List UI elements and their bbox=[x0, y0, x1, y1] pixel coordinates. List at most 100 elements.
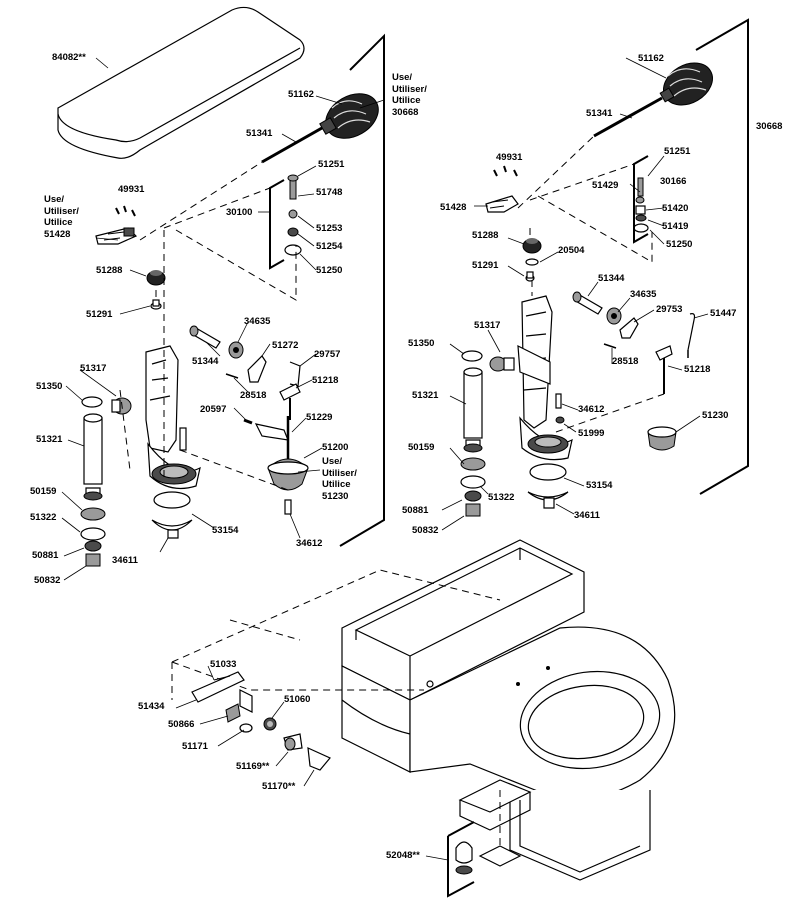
callout-51317-left: 51317 bbox=[80, 363, 107, 374]
note-use-51230: Use/ Utiliser/ Utilice 51230 bbox=[322, 456, 357, 502]
callout-51341-right: 51341 bbox=[586, 108, 613, 119]
lever-51428-left bbox=[95, 205, 138, 245]
float-cup-left bbox=[267, 416, 309, 515]
callout-50866: 50866 bbox=[168, 719, 195, 730]
callout-51218-right: 51218 bbox=[684, 364, 711, 375]
callout-20597: 20597 bbox=[200, 404, 227, 415]
callout-51321-right: 51321 bbox=[412, 390, 439, 401]
callout-51253: 51253 bbox=[316, 223, 343, 234]
callout-51350-right: 51350 bbox=[408, 338, 435, 349]
callout-50881-left: 50881 bbox=[32, 550, 59, 561]
dashed-guides-left bbox=[119, 161, 297, 491]
callout-51250-left: 51250 bbox=[316, 265, 343, 276]
bracket-30668-left bbox=[339, 33, 385, 547]
callout-29757: 29757 bbox=[314, 349, 341, 360]
callout-51229: 51229 bbox=[306, 412, 333, 423]
callout-51322-left: 51322 bbox=[30, 512, 57, 523]
fill-valve-body-left bbox=[111, 345, 201, 489]
gasket-ring-right bbox=[527, 463, 569, 509]
callout-51341-left: 51341 bbox=[246, 128, 273, 139]
callout-51251-right: 51251 bbox=[664, 146, 691, 157]
callout-34612-left: 34612 bbox=[296, 538, 323, 549]
callout-50881-right: 50881 bbox=[402, 505, 429, 516]
callout-leaders bbox=[61, 57, 709, 861]
callout-20504: 20504 bbox=[558, 245, 585, 256]
callout-51999: 51999 bbox=[578, 428, 605, 439]
callout-29753: 29753 bbox=[656, 304, 683, 315]
callout-30100: 30100 bbox=[226, 207, 253, 218]
callout-50159-left: 50159 bbox=[30, 486, 57, 497]
fill-valve-parts-right bbox=[572, 291, 696, 394]
float-ball-part-right bbox=[593, 62, 713, 138]
dashed-guides-bowl bbox=[171, 569, 501, 846]
callout-51317-right: 51317 bbox=[474, 320, 501, 331]
overflow-tube-stack-left bbox=[80, 396, 106, 567]
callout-51218-left: 51218 bbox=[312, 375, 339, 386]
callout-51419: 51419 bbox=[662, 221, 689, 232]
callout-49931-right: 49931 bbox=[496, 152, 523, 163]
valve-parts-30166-right bbox=[633, 177, 649, 233]
callout-49931-left: 49931 bbox=[118, 184, 145, 195]
callout-84082: 84082** bbox=[52, 52, 86, 63]
callout-51200: 51200 bbox=[322, 442, 349, 453]
note-use-30668: Use/ Utiliser/ Utilice 30668 bbox=[392, 72, 427, 118]
toilet-bowl-assembly bbox=[341, 539, 676, 881]
note-use-51428: Use/ Utiliser/ Utilice 51428 bbox=[44, 194, 79, 240]
callout-51162-left: 51162 bbox=[288, 89, 314, 100]
lever-51428-right bbox=[485, 165, 519, 213]
callout-51250-right: 51250 bbox=[666, 239, 693, 250]
callout-51420: 51420 bbox=[662, 203, 689, 214]
callout-51162-right: 51162 bbox=[638, 53, 664, 64]
callout-51230-right: 51230 bbox=[702, 410, 729, 421]
callout-51033: 51033 bbox=[210, 659, 237, 670]
fill-valve-parts-left bbox=[189, 325, 301, 441]
callout-34611-right: 34611 bbox=[574, 510, 600, 521]
callout-50159-right: 50159 bbox=[408, 442, 435, 453]
callout-51321-left: 51321 bbox=[36, 434, 63, 445]
callout-51251-left: 51251 bbox=[318, 159, 345, 170]
callout-51060: 51060 bbox=[284, 694, 311, 705]
callout-51288-left: 51288 bbox=[96, 265, 123, 276]
callout-34612-right: 34612 bbox=[578, 404, 605, 415]
callout-28518-left: 28518 bbox=[240, 390, 267, 401]
callout-51169: 51169** bbox=[236, 761, 270, 772]
callout-51291-right: 51291 bbox=[472, 260, 499, 271]
callout-51170: 51170** bbox=[262, 781, 296, 792]
tank-lid-part bbox=[57, 6, 305, 159]
fill-valve-body-right bbox=[489, 295, 573, 461]
callout-30166: 30166 bbox=[660, 176, 687, 187]
callout-51254: 51254 bbox=[316, 241, 343, 252]
callout-51171: 51171 bbox=[182, 741, 208, 752]
callout-51748: 51748 bbox=[316, 187, 343, 198]
callout-51350-left: 51350 bbox=[36, 381, 63, 392]
callout-51344-right: 51344 bbox=[598, 273, 625, 284]
callout-34611-left: 34611 bbox=[112, 555, 138, 566]
callout-30668-right-bracket: 30668 bbox=[756, 121, 783, 132]
callout-53154-left: 53154 bbox=[212, 525, 239, 536]
callout-28518-right: 28518 bbox=[612, 356, 639, 367]
gasket-ring-left bbox=[151, 491, 193, 539]
overflow-tube-stack-right bbox=[460, 350, 486, 517]
callout-51434: 51434 bbox=[138, 701, 165, 712]
callout-51428-right: 51428 bbox=[440, 202, 467, 213]
bolt-cap-52048 bbox=[447, 821, 475, 898]
callout-51447: 51447 bbox=[710, 308, 737, 319]
float-cup-right bbox=[647, 426, 677, 451]
seal-cap-right bbox=[522, 238, 542, 282]
callout-34635-left: 34635 bbox=[244, 316, 271, 327]
callout-51272: 51272 bbox=[272, 340, 299, 351]
float-ball-part-left bbox=[261, 93, 379, 164]
valve-parts-30100-left bbox=[284, 174, 302, 256]
bracket-30668-right bbox=[695, 18, 749, 495]
trip-lever-parts bbox=[191, 671, 331, 771]
callout-50832-right: 50832 bbox=[412, 525, 439, 536]
callout-51288-right: 51288 bbox=[472, 230, 499, 241]
callout-51291-left: 51291 bbox=[86, 309, 113, 320]
callout-51429: 51429 bbox=[592, 180, 619, 191]
callout-52048: 52048** bbox=[386, 850, 420, 861]
callout-34635-right: 34635 bbox=[630, 289, 657, 300]
callout-51344-left: 51344 bbox=[192, 356, 219, 367]
seal-cap-left bbox=[146, 270, 166, 310]
callout-50832-left: 50832 bbox=[34, 575, 61, 586]
